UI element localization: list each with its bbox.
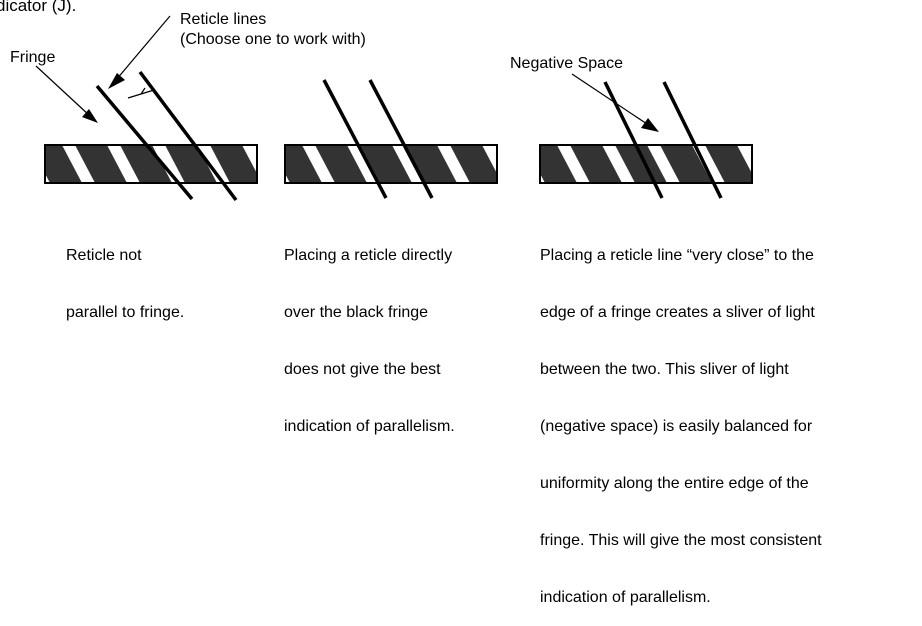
panel2-caption-line: indication of parallelism.: [284, 418, 455, 435]
fringe-diagram: [35, 15, 753, 202]
panel2-stripes: [285, 145, 497, 183]
fringe-arrowhead-icon: [82, 109, 98, 123]
panel3-stripes: [540, 145, 752, 183]
callout-arrowheads: [82, 73, 659, 132]
panel3-reticle-line: [662, 81, 723, 199]
panel3-caption-line: uniformity along the entire edge of the: [540, 475, 809, 492]
reticle-leader-line: [115, 15, 171, 81]
panel3-caption-line: edge of a fringe creates a sliver of lig…: [540, 304, 815, 321]
panel2-frame: [284, 144, 498, 184]
reticle-arrowhead-icon: [108, 73, 125, 89]
panel1-reticle-line: [138, 70, 238, 202]
fringe-stripe: [165, 145, 217, 183]
fringe-stripe: [705, 145, 752, 183]
fringe-stripe: [285, 145, 322, 183]
reticle-lines-sublabel: (Choose one to work with): [180, 31, 366, 48]
panel2-reticle-line: [322, 79, 388, 199]
negative-space-leader-line: [571, 73, 651, 127]
reticle-bracket-line: [140, 87, 146, 95]
negative-space-label: Negative Space: [510, 55, 623, 72]
panel3-caption-line: indication of parallelism.: [540, 589, 711, 606]
fringe-stripe: [120, 145, 172, 183]
fringe-label: Fringe: [10, 49, 56, 66]
fringe-stripe: [615, 145, 667, 183]
negative-space-arrowhead-icon: [641, 118, 659, 132]
fringe-stripe: [210, 145, 257, 183]
panel3-caption-line: (negative space) is easily balanced for: [540, 418, 813, 435]
panel3-caption-line: between the two. This sliver of light: [540, 361, 789, 378]
panel2-fringe-pattern: [284, 144, 498, 184]
panel3-fringe-pattern: [539, 144, 753, 184]
panel2-caption-line: Placing a reticle directly: [284, 247, 453, 264]
top-cut-text: dicator (J).: [0, 0, 77, 15]
panel3-reticle-line: [603, 81, 664, 199]
fringe-stripe: [75, 145, 127, 183]
fringe-stripe: [360, 145, 412, 183]
fringe-stripe: [570, 145, 622, 183]
panel3-caption-line: Placing a reticle line “very close” to t…: [540, 247, 814, 264]
panel1-caption: Reticle not parallel to fringe.: [66, 208, 184, 341]
fringe-stripe: [45, 145, 82, 183]
panel2-reticle-line: [368, 79, 434, 199]
panel1-stripes: [45, 145, 257, 183]
callout-leaders: [35, 15, 651, 127]
fringe-leader-line: [35, 65, 91, 117]
panel3-frame: [539, 144, 753, 184]
panel1-caption-line: Reticle not: [66, 247, 142, 264]
fringe-stripe: [315, 145, 367, 183]
panel1-frame: [44, 144, 258, 184]
panel1-reticle-line: [95, 84, 194, 201]
fringe-stripe: [405, 145, 457, 183]
panel1-caption-line: parallel to fringe.: [66, 304, 185, 321]
panel2-caption-line: over the black fringe: [284, 304, 429, 321]
panel1-fringe-pattern: [44, 144, 258, 184]
reticle-lines-label: Reticle lines: [180, 11, 267, 28]
panel3-caption-line: fringe. This will give the most consiste…: [540, 532, 822, 549]
fringe-stripe: [450, 145, 497, 183]
fringe-stripe: [660, 145, 712, 183]
panel2-caption-line: does not give the best: [284, 361, 441, 378]
fringe-stripe: [540, 145, 577, 183]
